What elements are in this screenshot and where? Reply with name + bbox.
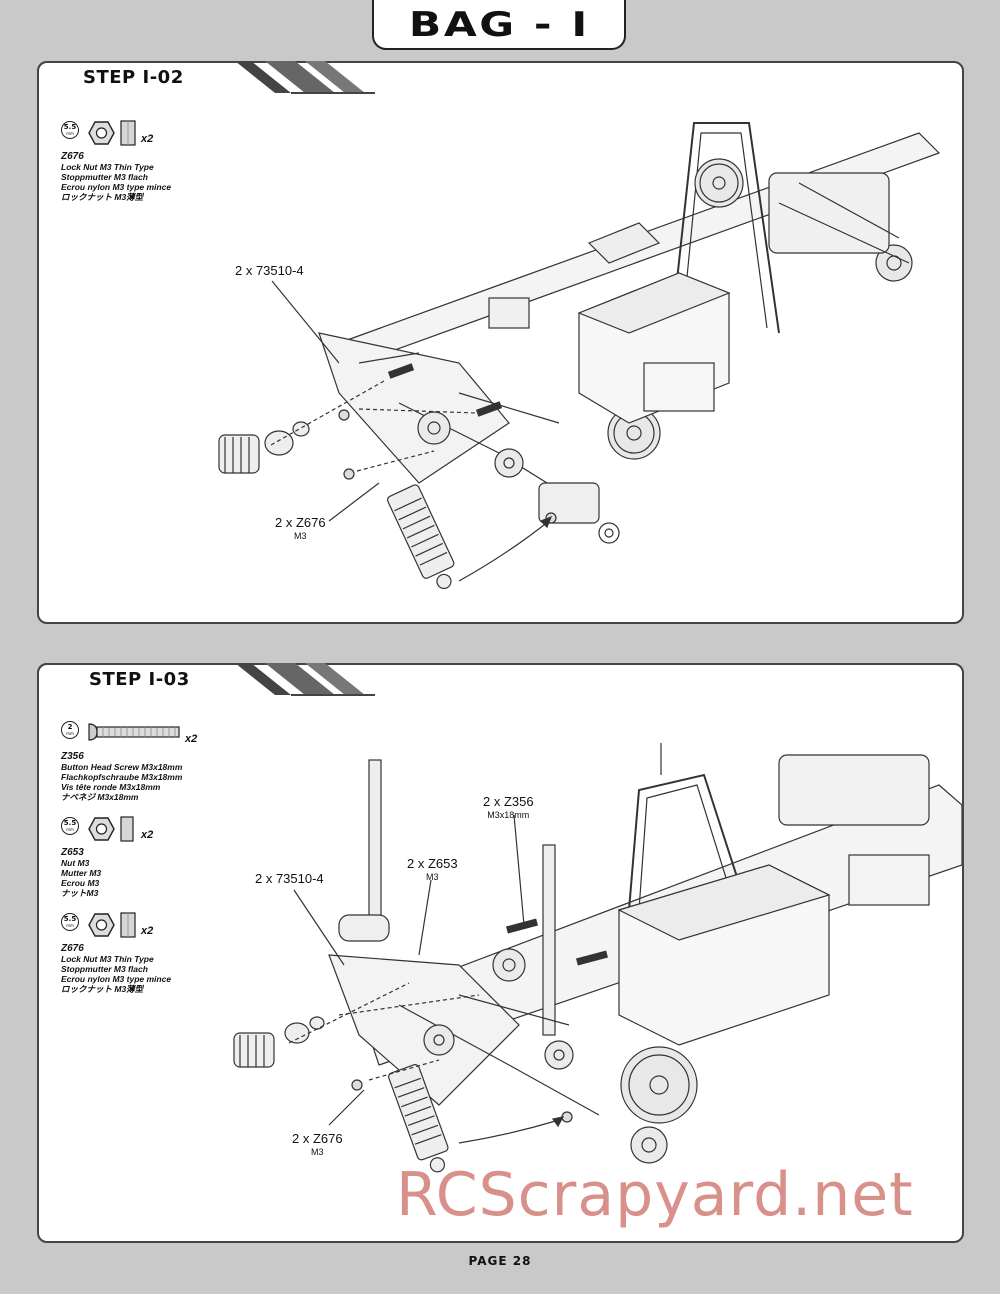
quantity: x2 [185,733,198,745]
step-label: STEP I-02 [83,67,184,88]
part-desc-en: Nut M3 [61,858,90,868]
part-desc-fr: Ecrou M3 [61,878,100,888]
part-desc-jp: ロックナット M3薄型 [61,192,144,202]
part-desc-jp: ナベネジ M3x18mm [61,792,139,802]
step-header: STEP I-02 [37,61,237,95]
part-code: Z676 [61,151,84,162]
callout-z676: 2 x Z676 M3 [275,515,326,541]
part-desc-de: Stoppmutter M3 flach [61,964,148,974]
header-stripes [235,61,375,94]
assembly-drawing [218,122,941,590]
part-desc-fr: Vis tête ronde M3x18mm [61,782,161,792]
lock-nut-icon [88,120,136,146]
callout-73510-4: 2 x 73510-4 [255,871,324,886]
button-head-screw-icon [88,723,180,741]
part-desc-jp: ロックナット M3薄型 [61,984,144,994]
part-desc-jp: ナットM3 [61,888,99,898]
page-number: PAGE 28 [468,1254,532,1268]
quantity: x2 [141,829,154,841]
bag-title-tab: BAG - I [372,0,626,50]
step-header: STEP I-03 [37,663,237,697]
watermark: RCScrapyard.net [396,1160,914,1230]
bag-title: BAG - I [408,5,590,45]
part-desc-en: Lock Nut M3 Thin Type [61,954,154,964]
quantity: x2 [141,925,154,937]
lock-nut-icon [88,912,136,938]
part-desc-en: Button Head Screw M3x18mm [61,762,183,772]
callout-73510-4: 2 x 73510-4 [235,263,304,278]
callout-z653: 2 x Z653 M3 [407,856,458,882]
part-desc-fr: Ecrou nylon M3 type mince [61,974,172,984]
callout-z356: 2 x Z356 M3x18mm [483,794,534,820]
part-desc-de: Flachkopfschraube M3x18mm [61,772,183,782]
part-code: Z653 [61,847,84,858]
header-stripes [235,663,375,696]
nut-icon [88,816,134,842]
quantity: x2 [141,133,154,145]
part-desc-en: Lock Nut M3 Thin Type [61,162,154,172]
part-code: Z356 [61,751,84,762]
part-desc-fr: Ecrou nylon M3 type mince [61,182,172,192]
part-desc-de: Mutter M3 [61,868,102,878]
step-label: STEP I-03 [89,669,190,690]
callout-z676: 2 x Z676 M3 [292,1131,343,1157]
part-code: Z676 [61,943,84,954]
assembly-drawing [233,743,962,1173]
part-desc-de: Stoppmutter M3 flach [61,172,148,182]
